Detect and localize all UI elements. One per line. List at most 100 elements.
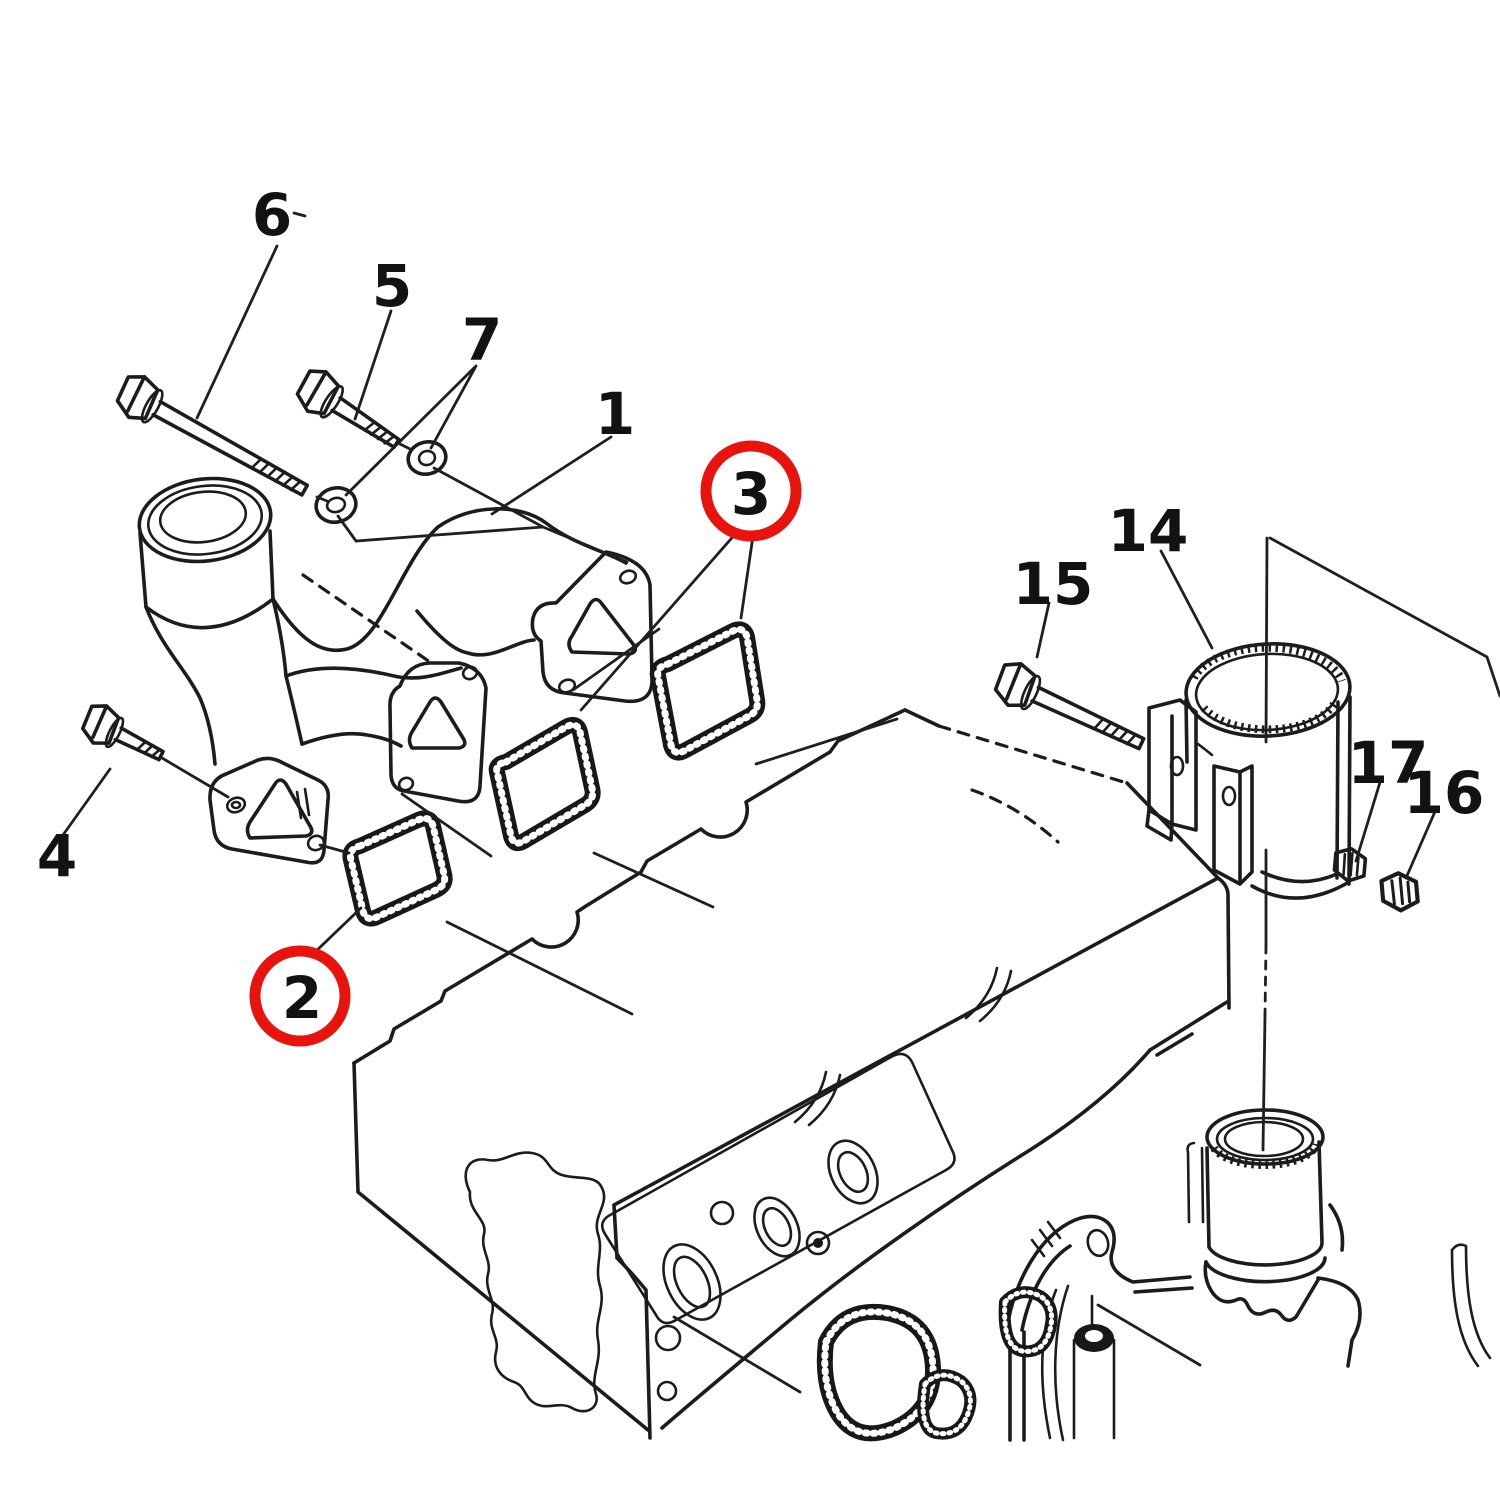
- head-back-edge-hidden: [937, 724, 1129, 785]
- clamp-reference-line: [1268, 536, 1500, 698]
- manifold-arm-bottom: [415, 609, 536, 657]
- flange-lower-left-boss: [225, 796, 247, 814]
- head-front-face-window: [464, 1151, 606, 1413]
- outlet-side-stub: [1186, 1141, 1205, 1224]
- nut-16: [1379, 871, 1420, 913]
- washer-7b: [406, 440, 448, 476]
- callout-2-highlighted: 2: [249, 945, 351, 1047]
- outlet-housing: [1203, 1203, 1362, 1368]
- outlet-bracket-arm: [1005, 1214, 1194, 1442]
- head-top-hidden-arc: [970, 788, 1060, 844]
- bolt-15-threads: [1092, 717, 1137, 746]
- inlet-pipe-bore: [158, 490, 248, 544]
- clamp-centerline: [1261, 536, 1269, 1152]
- flange-lower-left: [208, 756, 331, 865]
- callout-3-highlighted: 3: [700, 440, 802, 542]
- port-oval-2: [753, 1196, 801, 1258]
- gasket-3b-texture: [654, 626, 761, 756]
- washer-7b-outer: [406, 440, 448, 476]
- callout-6: 6: [252, 181, 292, 249]
- outlet-pipe-body: [1204, 1140, 1327, 1284]
- assembly-lines-left: [160, 442, 1202, 1394]
- bolt-6-flange: [140, 388, 164, 424]
- port-oval-2-inner: [761, 1206, 793, 1248]
- callout-1: 1: [595, 380, 635, 448]
- bolt-5-threads: [363, 421, 396, 445]
- leader-7: [344, 364, 478, 497]
- gasket-3b-ring: [649, 621, 766, 761]
- bolt-5-head: [295, 369, 341, 416]
- outlet-rim-mid: [1215, 1116, 1315, 1162]
- flange-lower-left-hole: [306, 834, 326, 852]
- bolt-4-flange: [104, 716, 125, 749]
- bolt-4-shank: [113, 726, 165, 762]
- clamp-gap-line: [1196, 742, 1214, 757]
- clamp-rim-texture: [1190, 643, 1346, 734]
- manifold-runner-middle: [284, 666, 463, 748]
- callout-4: 4: [37, 822, 77, 890]
- manifold-elbow: [144, 597, 304, 766]
- callout-17: 17: [1348, 729, 1429, 797]
- flange-upper-right-hole-top: [618, 569, 638, 585]
- cylinder-head-block: [352, 708, 1231, 1440]
- flange-middle: [388, 661, 488, 804]
- callouts: 1 2 3 4 5 6 7 14 15 16 17: [37, 181, 1484, 1047]
- head-port-pad-outline: [600, 1052, 956, 1325]
- callout-2: 2: [282, 964, 322, 1032]
- washer-7a: [314, 486, 358, 524]
- head-surface-break-marks: [793, 966, 1013, 1127]
- nut-16-body: [1379, 871, 1420, 913]
- callout-5: 5: [372, 252, 412, 320]
- gasket-2-texture: [346, 815, 449, 922]
- washer-7a-outer: [314, 486, 358, 524]
- port-oval-3: [827, 1139, 879, 1205]
- bolt-6-head: [115, 374, 160, 421]
- port-oval-3-inner: [836, 1150, 870, 1194]
- flange-upper-right-hole-bottom: [557, 678, 577, 694]
- callout-14: 14: [1108, 497, 1189, 565]
- leader-2: [311, 906, 363, 956]
- leader-16: [1404, 805, 1439, 880]
- bolt-4-threads: [135, 740, 161, 759]
- bolt-5: [295, 369, 401, 449]
- inlet-pipe-body: [138, 529, 275, 630]
- bolt-15: [993, 661, 1146, 751]
- flange-middle-hole-bottom: [397, 776, 415, 792]
- port-oval-1: [662, 1243, 722, 1321]
- clamp-band: [1184, 695, 1352, 900]
- washer-7a-inner: [325, 496, 347, 514]
- outlet-bracket-hatch: [1030, 1220, 1062, 1258]
- leader-6: [195, 244, 279, 420]
- bolt-5-shank: [330, 396, 401, 449]
- washer-7b-inner: [417, 449, 437, 467]
- outlet-bracket-hole: [1086, 1228, 1110, 1258]
- gasket-fragment-c-texture: [1002, 1289, 1055, 1354]
- stud-fragment: [1072, 1294, 1116, 1440]
- bolt-15-shank: [1030, 685, 1146, 751]
- clamp-centerline-dashed: [1263, 943, 1268, 1017]
- flange-lower-left-boss-inner: [230, 800, 242, 810]
- leader-lines: [61, 211, 1500, 1394]
- head-back-edge: [903, 708, 941, 728]
- flange-lower-left-marks: [295, 787, 311, 820]
- leader-3: [579, 530, 755, 712]
- head-top-jagged-edge: [352, 708, 907, 1065]
- manifold-hidden-line: [301, 573, 432, 664]
- inlet-pipe-rim-outer: [137, 476, 273, 564]
- manifold-gasket-3b: [649, 621, 766, 761]
- clamp-ear-left-hole: [1169, 755, 1185, 777]
- nut-16-serrations: [1390, 876, 1412, 906]
- callout-7: 7: [462, 306, 502, 374]
- leader-17: [1354, 777, 1383, 863]
- nut-17-serrations: [1342, 851, 1360, 877]
- flange-lower-left-window: [245, 778, 314, 840]
- bolt-4-head: [80, 704, 121, 745]
- callout-3: 3: [731, 460, 771, 528]
- manifold-gasket-2: [342, 810, 453, 927]
- bolt-15-head: [993, 661, 1037, 708]
- stud-fragment-cap-bore: [1085, 1330, 1103, 1342]
- outlet-rim-outer: [1205, 1108, 1325, 1166]
- flange-upper-right-window: [567, 597, 638, 656]
